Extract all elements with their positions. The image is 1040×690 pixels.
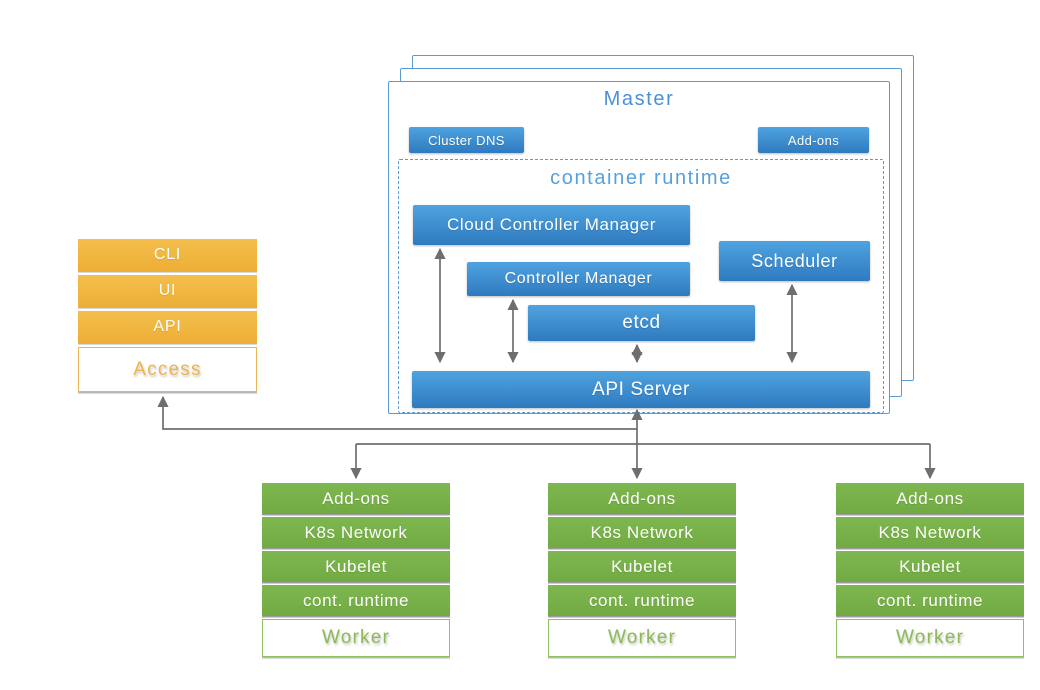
worker1-label: Worker	[262, 619, 450, 657]
worker3-label: Worker	[836, 619, 1024, 657]
access-row-ui: UI	[78, 275, 257, 307]
access-row-cli: CLI	[78, 239, 257, 271]
worker1-row-kubelet: Kubelet	[262, 551, 450, 582]
component-controller-manager: Controller Manager	[467, 262, 690, 296]
worker1-row-addons: Add-ons	[262, 483, 450, 514]
worker-node-3: Add-ons K8s Network Kubelet cont. runtim…	[836, 483, 1024, 657]
component-scheduler: Scheduler	[719, 241, 870, 281]
container-runtime-box: container runtime Cloud Controller Manag…	[398, 159, 884, 413]
addons-badge: Add-ons	[758, 127, 869, 153]
worker3-row-cont-runtime: cont. runtime	[836, 585, 1024, 616]
worker1-row-k8s-network: K8s Network	[262, 517, 450, 548]
access-row-api: API	[78, 311, 257, 343]
component-cloud-controller-manager: Cloud Controller Manager	[413, 205, 690, 245]
worker1-row-cont-runtime: cont. runtime	[262, 585, 450, 616]
master-node-box: Master Cluster DNS Add-ons container run…	[388, 81, 890, 414]
component-api-server: API Server	[412, 371, 870, 408]
access-stack: CLI UI API Access	[78, 239, 257, 392]
master-title: Master	[603, 88, 675, 110]
worker3-row-kubelet: Kubelet	[836, 551, 1024, 582]
worker2-label: Worker	[548, 619, 736, 657]
worker3-row-k8s-network: K8s Network	[836, 517, 1024, 548]
worker2-row-cont-runtime: cont. runtime	[548, 585, 736, 616]
worker2-row-kubelet: Kubelet	[548, 551, 736, 582]
access-label: Access	[78, 347, 257, 392]
component-etcd: etcd	[528, 305, 755, 341]
worker2-row-addons: Add-ons	[548, 483, 736, 514]
worker-node-2: Add-ons K8s Network Kubelet cont. runtim…	[548, 483, 736, 657]
worker-node-1: Add-ons K8s Network Kubelet cont. runtim…	[262, 483, 450, 657]
worker3-row-addons: Add-ons	[836, 483, 1024, 514]
worker2-row-k8s-network: K8s Network	[548, 517, 736, 548]
container-runtime-title: container runtime	[550, 167, 732, 189]
cluster-dns-badge: Cluster DNS	[409, 127, 524, 153]
